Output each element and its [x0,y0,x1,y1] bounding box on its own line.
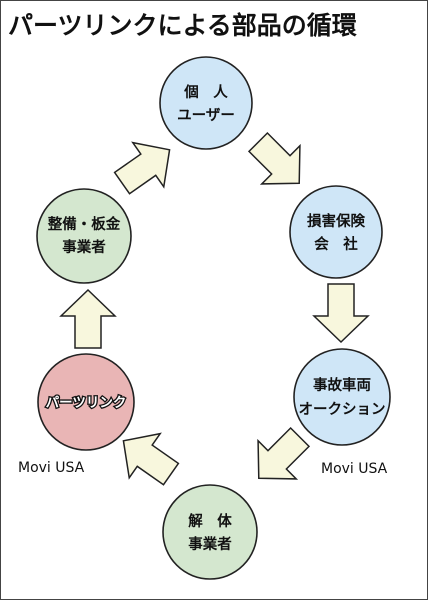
node-partslink-label: パーツリンク [46,395,127,411]
arrow-user-to-insurance [238,122,320,204]
node-dismantler-label-1: 解 体 [188,512,232,530]
node-individual-user-label-2: ユーザー [177,107,235,124]
arrow-partslink-to-repair [60,289,116,349]
node-repair-shop-label-2: 事業者 [62,238,106,256]
arrow-repair-to-user [105,126,186,206]
node-dismantler-label-2: 事業者 [188,535,232,553]
node-individual-user-label-1: 個 人 [183,83,228,101]
node-dismantler: 解 体 事業者 [162,484,258,580]
node-partslink: パーツリンク [37,353,135,451]
arrow-insurance-to-auction [313,283,369,343]
node-insurance-company-label-1: 損害保険 [307,212,365,230]
node-auction-label-1: 事故車両 [313,376,371,394]
movi-usa-label-left: Movi USA [18,460,85,476]
node-insurance-company: 損害保険 会 社 [289,185,383,279]
node-auction: 事故車両 オークション [293,348,391,446]
node-insurance-company-label-2: 会 社 [314,235,358,253]
movi-usa-label-right: Movi USA [321,461,388,477]
node-repair-shop-label-1: 整備・板金 [48,215,121,233]
node-individual-user: 個 人 ユーザー [159,56,253,150]
node-auction-label-2: オークション [299,401,386,418]
node-repair-shop: 整備・板金 事業者 [36,188,132,284]
diagram-title: パーツリンクによる部品の循環 [8,11,357,40]
